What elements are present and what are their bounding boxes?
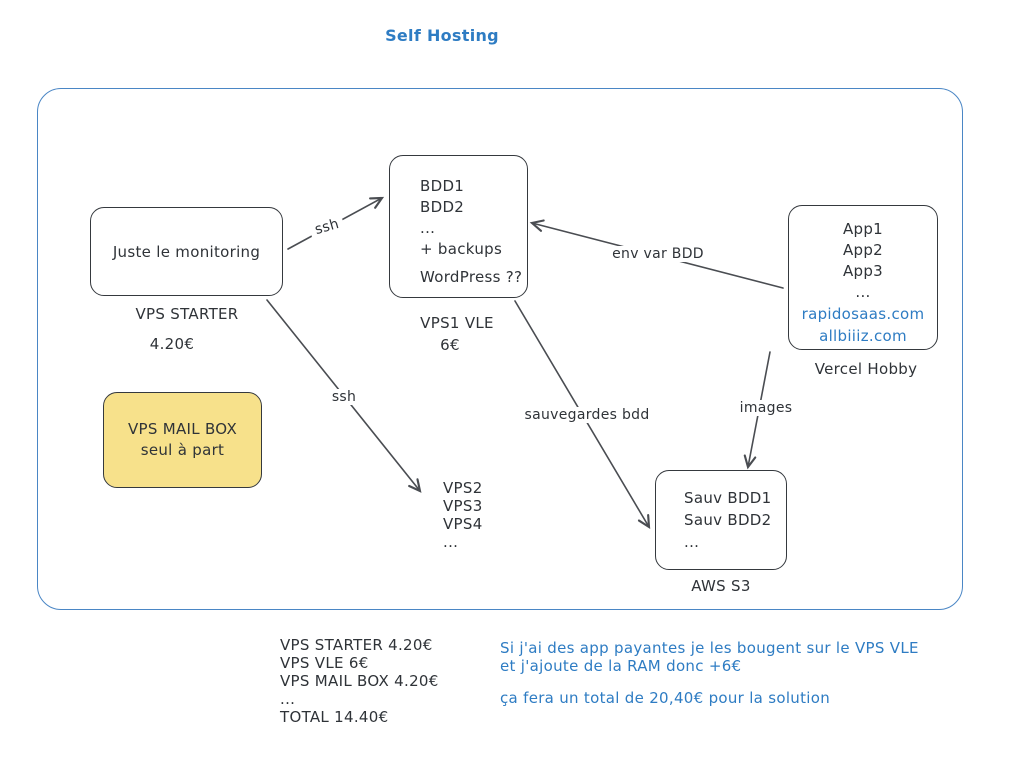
vercel-app-line: App1: [842, 220, 884, 238]
mailbox-line1: VPS MAIL BOX: [127, 420, 238, 438]
summary-line: ...: [280, 690, 296, 708]
blue-note: Si j'ai des app payantes je les bougent …: [500, 639, 919, 707]
link-allbiiiz[interactable]: allbiiiz.com: [819, 327, 907, 345]
vercel-app-line: App3: [842, 262, 884, 280]
caption-aws-s3: AWS S3: [691, 577, 751, 595]
caption-vps1-vle-price: 6€: [440, 336, 460, 354]
vps-list: VPS2 VPS3 VPS4 ...: [443, 479, 483, 551]
vps-list-item: VPS2: [443, 479, 483, 497]
summary-total-line: TOTAL 14.40€: [280, 708, 389, 726]
edge-label-env-var-bdd: env var BDD: [607, 246, 709, 262]
blue-note-total-line: ça fera un total de 20,40€ pour la solut…: [500, 689, 831, 707]
vps-list-item: ...: [443, 533, 459, 551]
bdd-line: BDD2: [420, 198, 465, 216]
node-monitoring: Juste le monitoring: [90, 207, 283, 296]
node-vps-vle: BDD1 BDD2 ... + backups WordPress ??: [389, 155, 528, 298]
edge-label-ssh-bottom: ssh: [326, 389, 362, 405]
caption-vps1-vle: VPS1 VLE: [420, 314, 494, 332]
vercel-app-line: ...: [855, 283, 871, 301]
vps-list-item: VPS3: [443, 497, 483, 515]
aws-line: ...: [684, 533, 700, 551]
bdd-line: ...: [420, 219, 436, 237]
blue-note-line: Si j'ai des app payantes je les bougent …: [500, 639, 919, 657]
vercel-app-line: App2: [842, 241, 884, 259]
node-vps-mailbox: VPS MAIL BOX seul à part: [103, 392, 262, 488]
aws-line: Sauv BDD2: [684, 511, 772, 529]
node-aws-s3: Sauv BDD1 Sauv BDD2 ...: [655, 470, 787, 570]
bdd-wordpress-line: WordPress ??: [420, 268, 523, 286]
aws-line: Sauv BDD1: [684, 489, 772, 507]
summary-line: VPS STARTER 4.20€: [280, 636, 433, 654]
node-monitoring-label: Juste le monitoring: [112, 242, 261, 261]
mailbox-line2: seul à part: [140, 441, 225, 459]
caption-vps-starter-price: 4.20€: [149, 335, 195, 353]
edge-label-images: images: [734, 400, 798, 416]
cost-summary: VPS STARTER 4.20€ VPS VLE 6€ VPS MAIL BO…: [280, 636, 439, 726]
bdd-line: + backups: [420, 240, 503, 258]
outer-frame: [37, 88, 963, 610]
edge-label-sauvegardes-bdd: sauvegardes bdd: [519, 407, 655, 423]
node-vercel: App1 App2 App3 ... rapidosaas.com allbii…: [788, 205, 938, 350]
summary-line: VPS MAIL BOX 4.20€: [280, 672, 439, 690]
link-rapidosaas[interactable]: rapidosaas.com: [801, 305, 925, 323]
summary-line: VPS VLE 6€: [280, 654, 369, 672]
blue-note-line: et j'ajoute de la RAM donc +6€: [500, 657, 742, 675]
vps-list-item: VPS4: [443, 515, 483, 533]
diagram-title: Self Hosting: [385, 26, 499, 45]
caption-vps-starter: VPS STARTER: [135, 305, 239, 323]
bdd-line: BDD1: [420, 177, 465, 195]
caption-vercel-hobby: Vercel Hobby: [814, 360, 918, 378]
